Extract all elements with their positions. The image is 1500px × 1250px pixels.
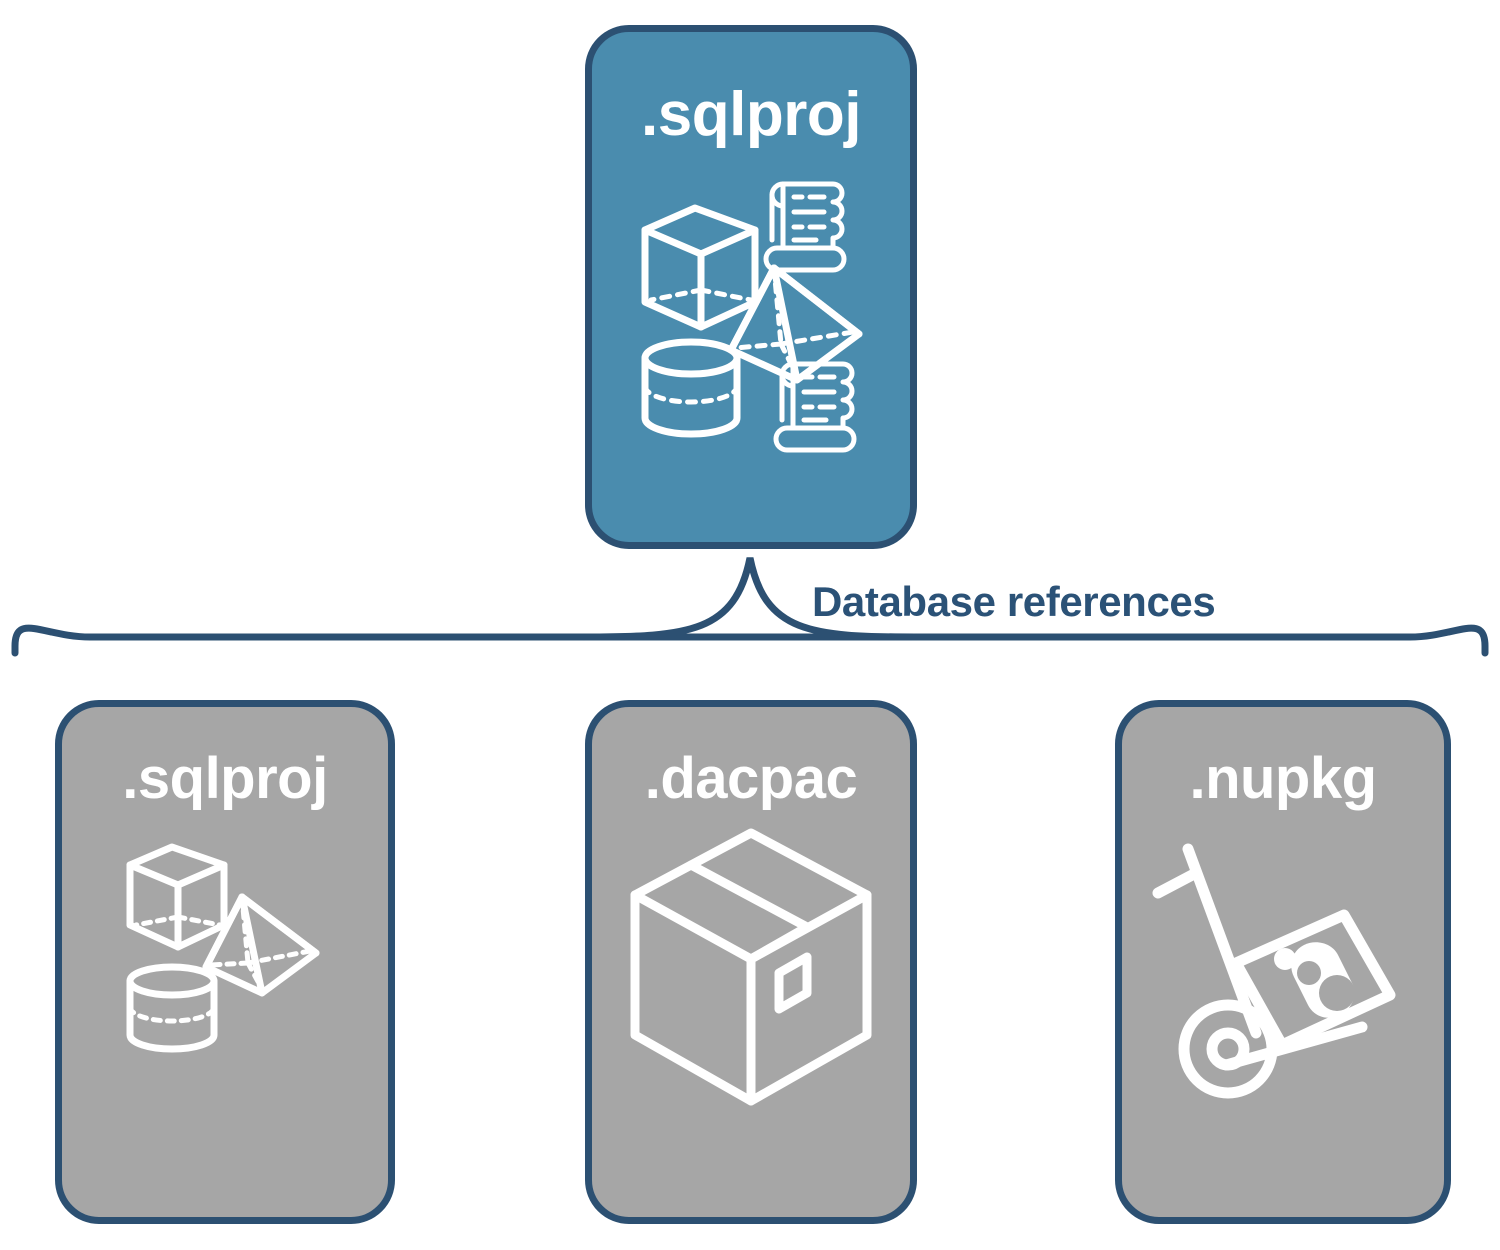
node-title: .sqlproj [641, 80, 861, 149]
node-icon-group [1122, 837, 1444, 1137]
node-title: .nupkg [1189, 746, 1377, 811]
connector-label: Database references [812, 578, 1216, 625]
database-objects-icon-set [126, 843, 320, 1053]
cylinder-wireframe-icon [126, 963, 218, 1053]
node-card-sqlproj-ref[interactable]: .sqlproj [55, 700, 395, 1224]
cube-wireframe-icon [641, 204, 759, 331]
node-icon-group [62, 837, 388, 1127]
node-card-nupkg[interactable]: .nupkg [1115, 700, 1451, 1224]
scroll-document-icon [773, 361, 857, 453]
shipping-box-icon [630, 828, 872, 1106]
scroll-document-icon [763, 181, 847, 273]
node-title: .sqlproj [122, 746, 328, 811]
node-icon-group [592, 817, 910, 1147]
hand-truck-package-icon [1152, 843, 1396, 1099]
pyramid-wireframe-icon [202, 893, 320, 997]
pyramid-wireframe-icon [727, 264, 863, 384]
node-card-sqlproj-root[interactable]: .sqlproj [585, 25, 917, 549]
node-card-dacpac[interactable]: .dacpac [585, 700, 917, 1224]
package-logo-cutouts [1297, 961, 1355, 1011]
node-icon-group [592, 172, 910, 462]
database-references-bracket [11, 557, 1489, 657]
database-objects-icon-set [641, 181, 863, 453]
cylinder-wireframe-icon [641, 338, 741, 438]
cube-wireframe-icon [126, 843, 228, 951]
node-title: .dacpac [644, 746, 858, 811]
